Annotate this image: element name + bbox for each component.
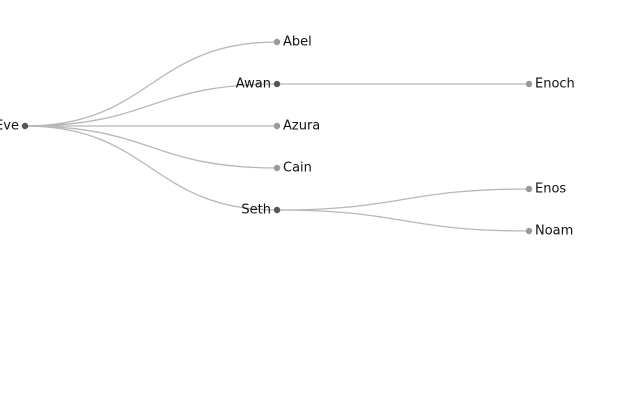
node-dot-abel xyxy=(273,38,281,46)
node-label-noam: Noam xyxy=(535,224,573,239)
node-dot-eve xyxy=(21,122,29,130)
node-dot-cain xyxy=(273,164,281,172)
links-layer xyxy=(24,41,530,232)
node-dot-seth xyxy=(273,206,281,214)
node-label-enos: Enos xyxy=(535,182,566,197)
node-azura[interactable]: Azura xyxy=(273,119,320,134)
node-awan[interactable]: Awan xyxy=(236,77,281,92)
link-seth-enos xyxy=(276,188,530,211)
node-dot-enos xyxy=(525,185,533,193)
node-label-eve: Eve xyxy=(0,119,19,134)
link-eve-seth xyxy=(24,125,278,211)
node-dot-awan xyxy=(273,80,281,88)
link-seth-noam xyxy=(276,209,530,232)
node-label-awan: Awan xyxy=(236,77,271,92)
node-enoch[interactable]: Enoch xyxy=(525,77,575,92)
link-eve-awan xyxy=(24,83,278,127)
node-dot-noam xyxy=(525,227,533,235)
node-noam[interactable]: Noam xyxy=(525,224,574,239)
node-abel[interactable]: Abel xyxy=(273,35,312,50)
node-label-azura: Azura xyxy=(283,119,320,134)
node-eve[interactable]: Eve xyxy=(0,119,29,134)
node-label-cain: Cain xyxy=(283,161,312,176)
link-eve-cain xyxy=(24,125,278,169)
node-label-seth: Seth xyxy=(241,203,271,218)
node-label-abel: Abel xyxy=(283,35,312,50)
node-label-enoch: Enoch xyxy=(535,77,575,92)
node-enos[interactable]: Enos xyxy=(525,182,567,197)
node-dot-azura xyxy=(273,122,281,130)
link-eve-abel xyxy=(24,41,278,127)
node-cain[interactable]: Cain xyxy=(273,161,312,176)
node-seth[interactable]: Seth xyxy=(241,203,281,218)
node-dot-enoch xyxy=(525,80,533,88)
